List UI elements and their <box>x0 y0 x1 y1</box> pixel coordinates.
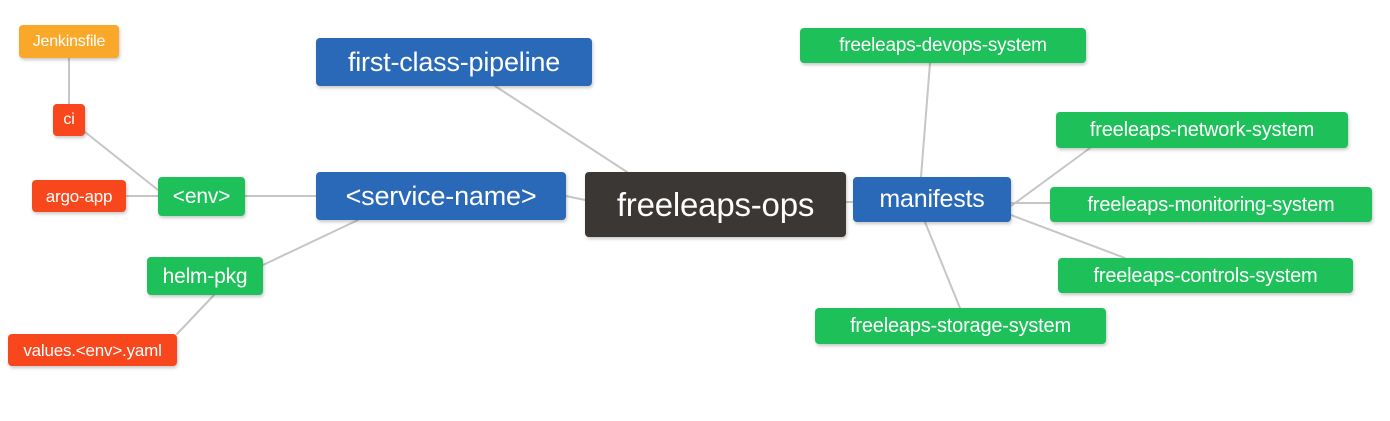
node-label-manifests: manifests <box>879 185 985 213</box>
node-manifests[interactable]: manifests <box>853 177 1011 222</box>
node-freeleaps-ops[interactable]: freeleaps-ops <box>585 172 846 237</box>
node-freeleaps-controls-system[interactable]: freeleaps-controls-system <box>1058 258 1353 293</box>
node-freeleaps-storage-system[interactable]: freeleaps-storage-system <box>815 308 1106 344</box>
node-label-freeleaps-storage-system: freeleaps-storage-system <box>850 315 1071 337</box>
edge-values-env-yaml-to-helm-pkg <box>176 294 215 335</box>
node-label-first-class-pipeline: first-class-pipeline <box>347 46 561 77</box>
edge-helm-pkg-to-service-name <box>262 219 359 266</box>
edge-first-class-pipeline-to-freeleaps-ops <box>494 85 628 173</box>
node-label-freeleaps-network-system: freeleaps-network-system <box>1089 119 1315 141</box>
node-service-name[interactable]: <service-name> <box>316 172 566 220</box>
node-label-freeleaps-ops: freeleaps-ops <box>616 186 815 223</box>
node-values-env-yaml[interactable]: values.<env>.yaml <box>8 334 177 366</box>
edge-service-name-to-freeleaps-ops <box>565 195 586 201</box>
node-helm-pkg[interactable]: helm-pkg <box>147 257 263 295</box>
node-label-values-env-yaml: values.<env>.yaml <box>23 340 162 360</box>
node-freeleaps-network-system[interactable]: freeleaps-network-system <box>1056 112 1348 148</box>
node-label-env: <env> <box>172 185 231 208</box>
node-label-service-name: <service-name> <box>345 180 537 211</box>
node-label-freeleaps-devops-system: freeleaps-devops-system <box>839 35 1047 56</box>
node-freeleaps-devops-system[interactable]: freeleaps-devops-system <box>800 28 1086 63</box>
node-label-argo-app: argo-app <box>45 186 113 206</box>
edge-manifests-to-freeleaps-devops-system <box>920 62 931 178</box>
node-label-freeleaps-monitoring-system: freeleaps-monitoring-system <box>1087 193 1335 216</box>
node-label-freeleaps-controls-system: freeleaps-controls-system <box>1093 264 1318 287</box>
node-freeleaps-monitoring-system[interactable]: freeleaps-monitoring-system <box>1050 187 1372 222</box>
node-label-jenkinsfile: Jenkinsfile <box>32 32 106 50</box>
node-env[interactable]: <env> <box>158 177 245 216</box>
node-label-ci: ci <box>63 111 75 128</box>
node-argo-app[interactable]: argo-app <box>32 180 126 212</box>
node-jenkinsfile[interactable]: Jenkinsfile <box>19 25 119 58</box>
node-first-class-pipeline[interactable]: first-class-pipeline <box>316 38 592 86</box>
node-label-helm-pkg: helm-pkg <box>162 264 248 288</box>
node-ci[interactable]: ci <box>53 104 85 136</box>
edge-manifests-to-freeleaps-storage-system <box>924 221 961 309</box>
